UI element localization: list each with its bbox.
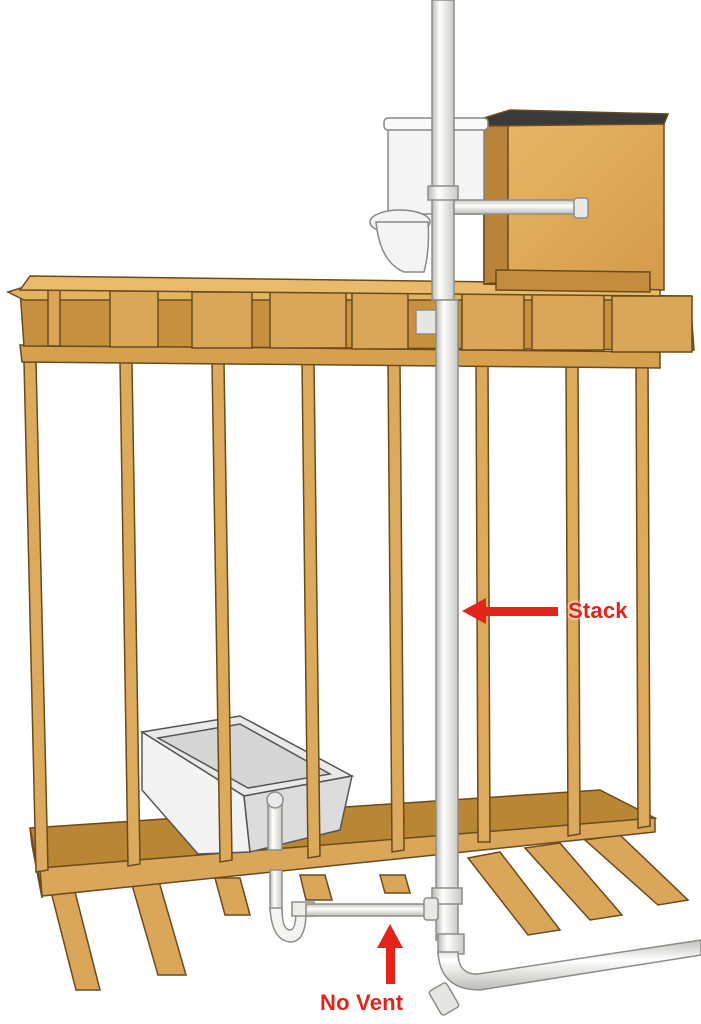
stack-arrow	[462, 598, 558, 624]
upper-floor-framing	[6, 275, 695, 369]
no-vent-label: No Vent	[320, 990, 404, 1015]
floor-joists	[47, 834, 690, 991]
no-vent-arrow	[377, 924, 403, 984]
stack-label: Stack	[568, 598, 628, 623]
drain-stack	[428, 299, 701, 1016]
tub-drain-trap	[266, 791, 439, 943]
